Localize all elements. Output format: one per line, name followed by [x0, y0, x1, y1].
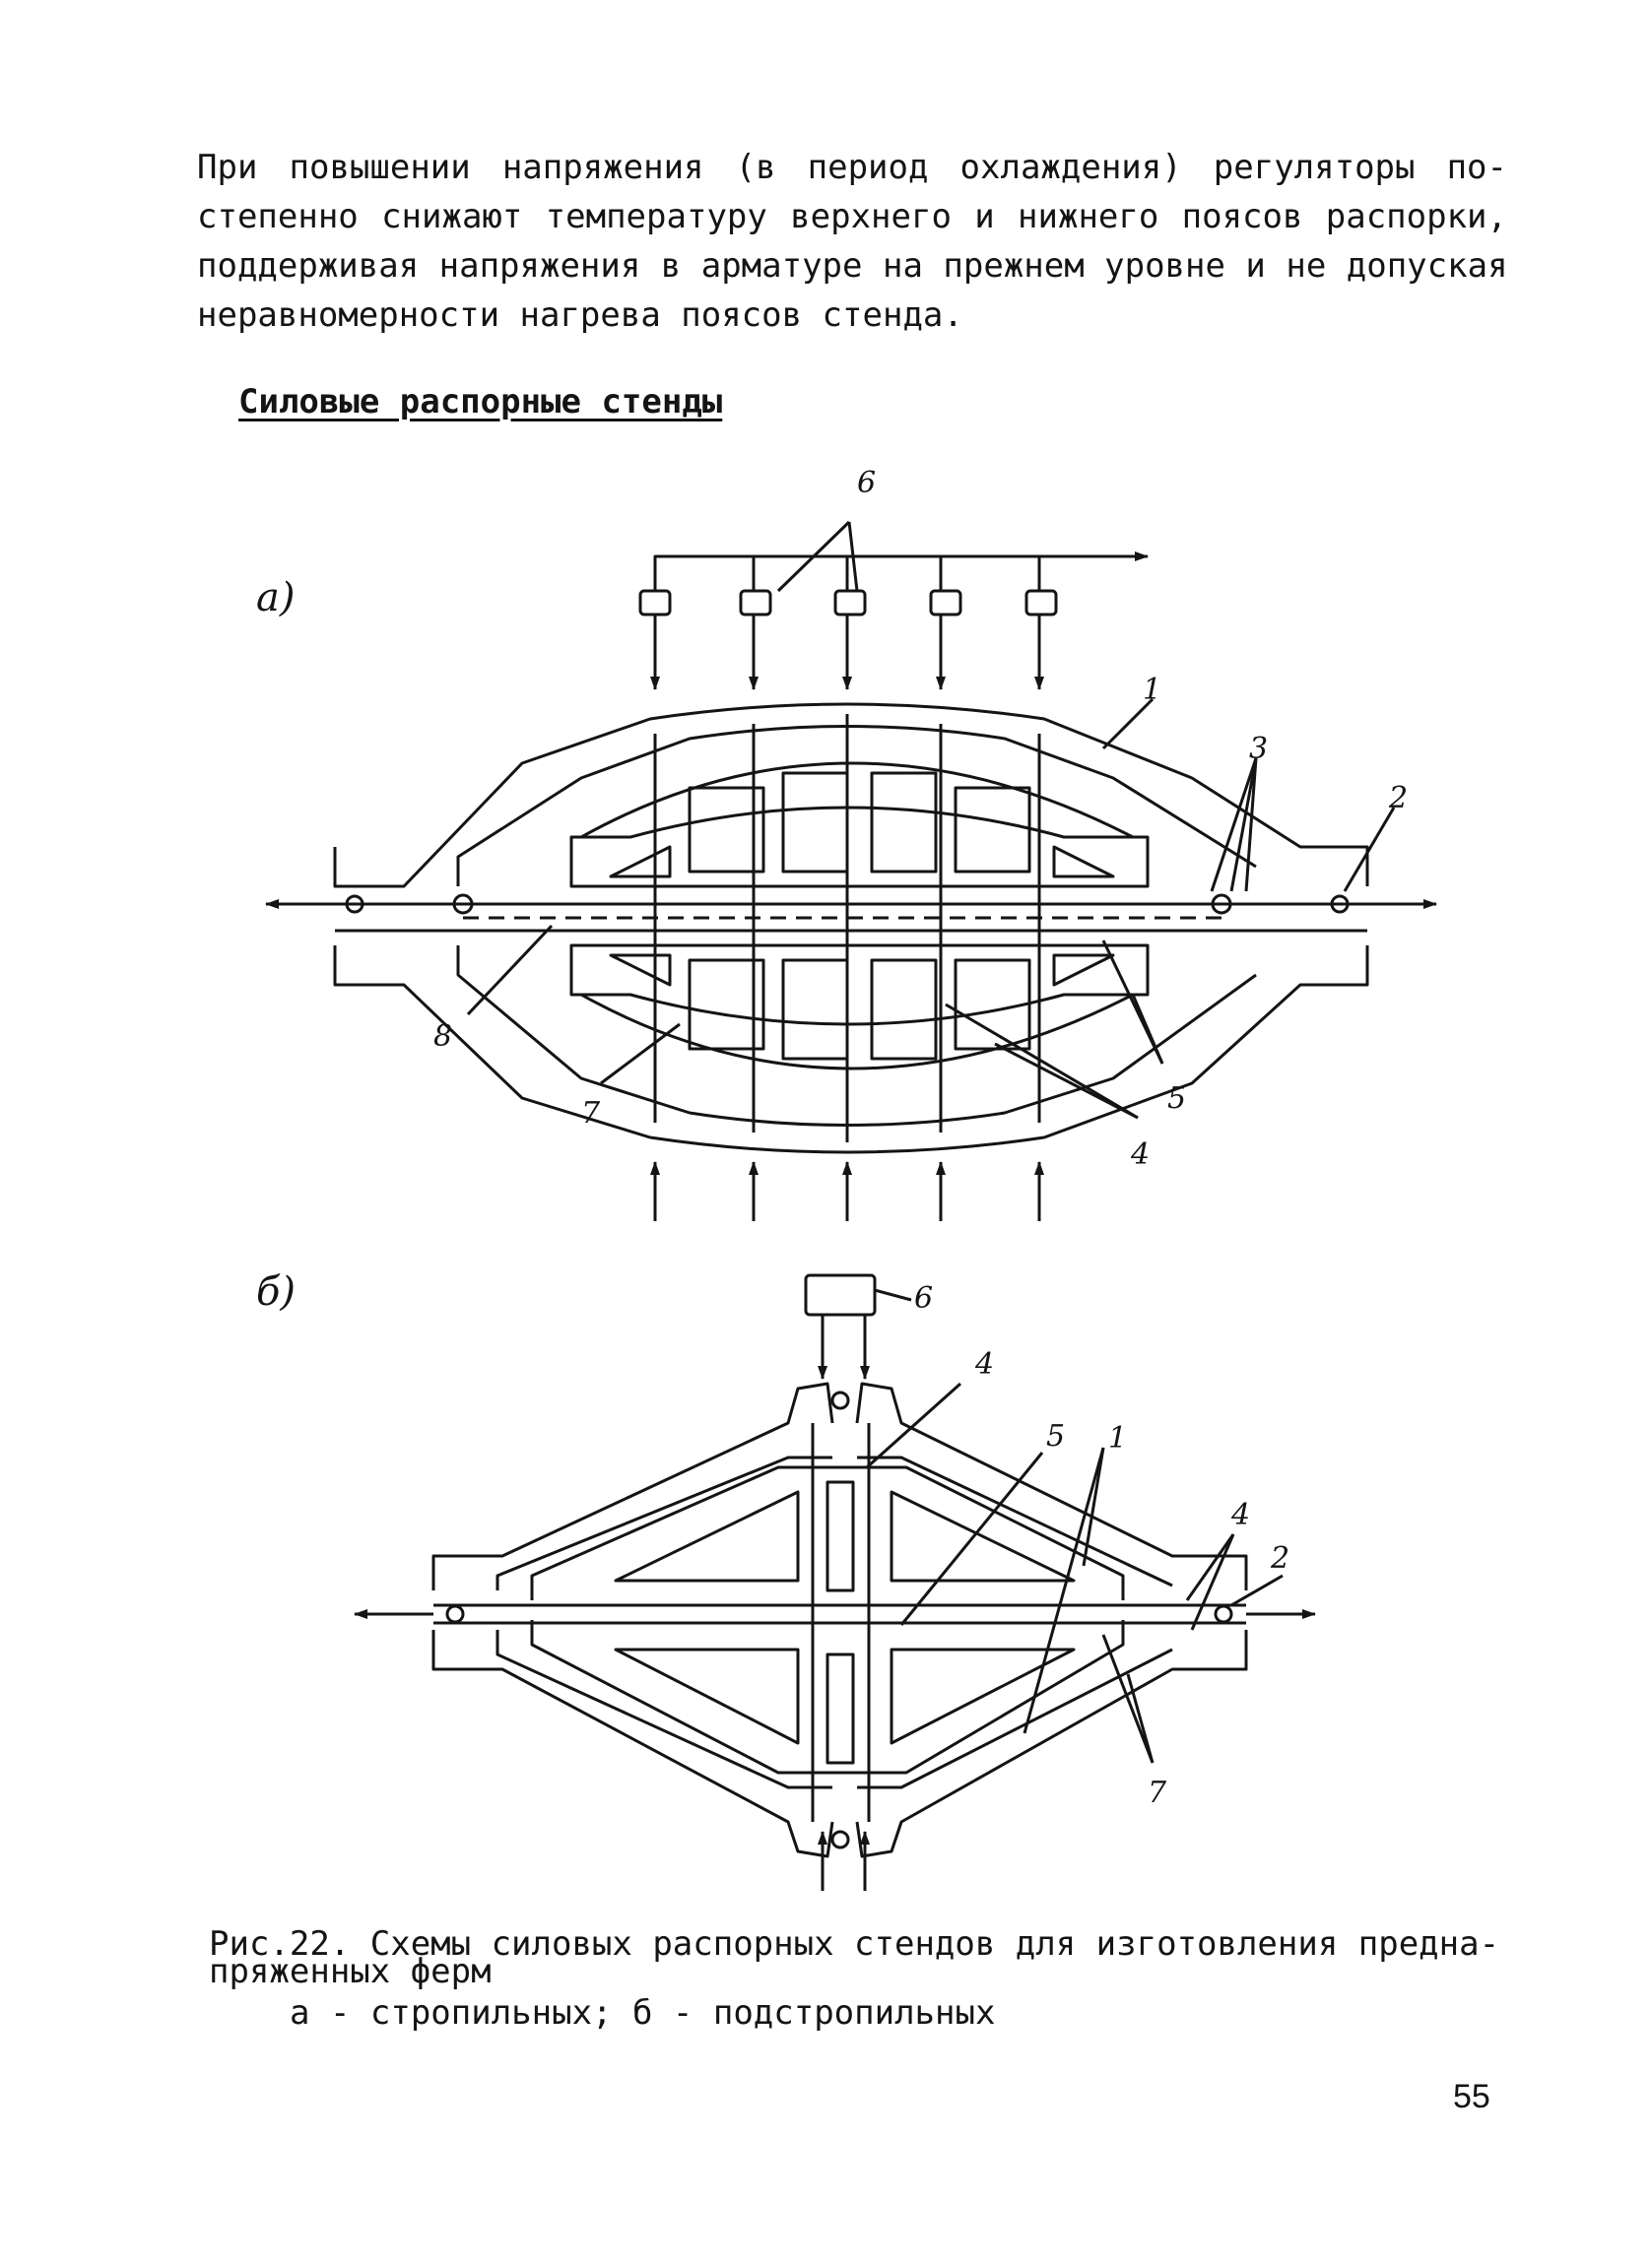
panel-label-a: а) — [256, 575, 295, 620]
fig-b-label-2: 2 — [1270, 1541, 1289, 1576]
page-number: 55 — [1453, 2078, 1490, 2115]
fig-b-label-4-right: 4 — [1230, 1498, 1250, 1532]
caption-line-3: а - стропильных; б - подстропильных — [290, 1993, 996, 2033]
caption-line-1: Рис.22. Схемы силовых распорных стендов … — [209, 1924, 1500, 1964]
section-subheading: Силовые распорные стенды — [238, 382, 723, 421]
fig-b-label-7: 7 — [1148, 1776, 1167, 1810]
fig-a-label-7: 7 — [581, 1096, 601, 1131]
fig-a-label-3: 3 — [1249, 732, 1268, 766]
fig-a-label-2: 2 — [1388, 781, 1408, 815]
fig-b-label-6: 6 — [914, 1281, 933, 1316]
fig-a-label-4: 4 — [1130, 1137, 1150, 1172]
figure-b-drawing — [354, 1273, 1316, 1891]
body-paragraph: При повышении напряжения (в период охлаж… — [197, 143, 1508, 340]
paragraph-line: неравномерности нагрева поясов стенда. — [197, 295, 963, 335]
fig-b-label-5: 5 — [1046, 1419, 1065, 1454]
figure-a-drawing — [265, 520, 1437, 1221]
fig-a-label-8: 8 — [433, 1019, 452, 1054]
fig-b-label-4-top: 4 — [974, 1347, 994, 1382]
figure-caption: Рис.22. Схемы силовых распорных стендов … — [209, 1924, 1509, 2033]
panel-label-b: б) — [256, 1269, 296, 1315]
fig-b-label-1: 1 — [1108, 1421, 1127, 1456]
paragraph-line: При повышении напряжения (в период охлаж… — [197, 148, 1507, 187]
paragraph-line: поддерживая напряжения в арматуре на пре… — [197, 246, 1508, 286]
caption-line-2: пряженных ферм — [209, 1952, 492, 1991]
paragraph-line: степенно снижают температуру верхнего и … — [197, 197, 1507, 236]
fig-a-label-6: 6 — [857, 466, 876, 500]
fig-a-label-5: 5 — [1167, 1081, 1186, 1116]
fig-a-label-1: 1 — [1143, 673, 1161, 707]
